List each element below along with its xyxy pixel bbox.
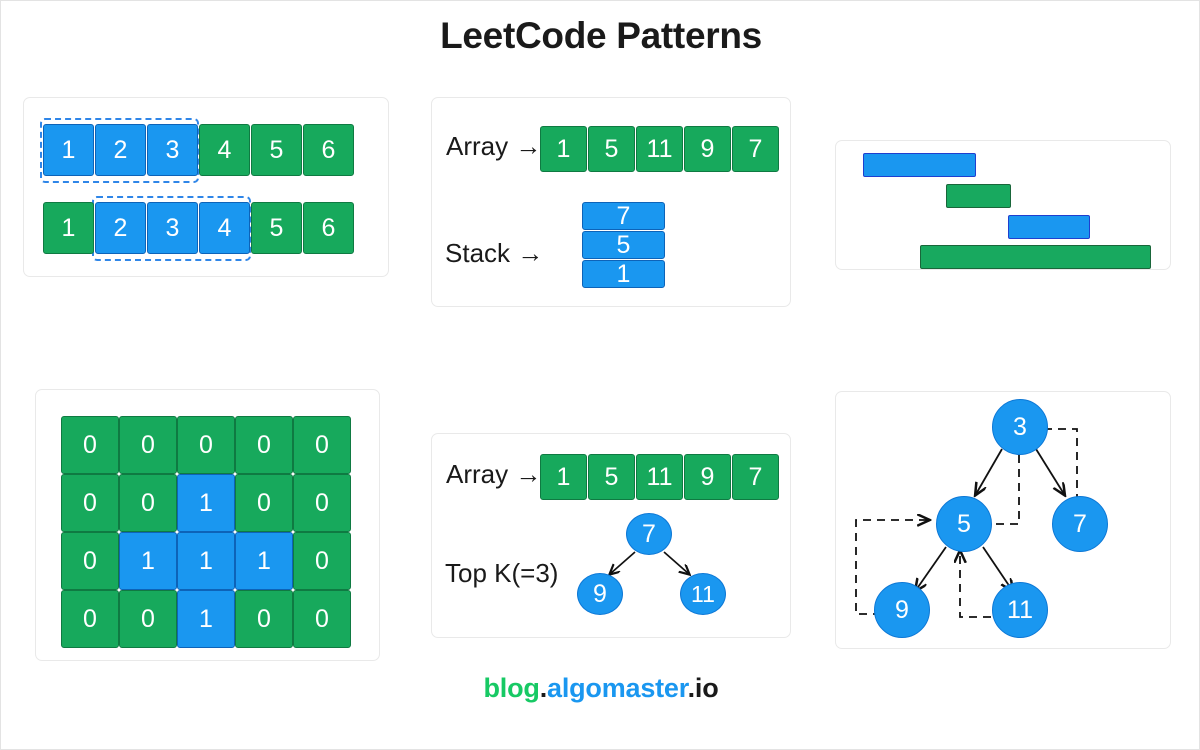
grid-cell: 0 <box>119 590 177 648</box>
sliding-window-cell: 1 <box>43 202 94 254</box>
panel-merge-intervals <box>835 140 1171 270</box>
grid-cell: 1 <box>177 474 235 532</box>
topk-array-cell: 1 <box>540 454 587 500</box>
grid-cell: 1 <box>119 532 177 590</box>
grid-cell: 0 <box>293 590 351 648</box>
stack-array-cell: 1 <box>540 126 587 172</box>
sliding-window-cell: 3 <box>147 124 198 176</box>
grid-cell: 1 <box>177 532 235 590</box>
grid-cell: 0 <box>61 416 119 474</box>
interval-bar <box>1008 215 1090 239</box>
sliding-window-cell: 4 <box>199 202 250 254</box>
grid-cell: 0 <box>61 474 119 532</box>
grid-cell: 0 <box>177 416 235 474</box>
sliding-window-cell: 3 <box>147 202 198 254</box>
panel-top-k: Array → 1 5 11 9 7 Top K(=3) 7 9 11 <box>431 433 791 638</box>
tree-node-left-right: 11 <box>992 582 1048 638</box>
grid-cell: 0 <box>293 474 351 532</box>
panel-monotonic-stack: Array → 1 5 11 9 7 Stack → 7 5 1 <box>431 97 791 307</box>
array-label: Array → <box>446 459 542 489</box>
sliding-window-frame-row1 <box>40 118 199 183</box>
footer-dot-1: . <box>539 673 548 703</box>
grid-cell: 0 <box>61 532 119 590</box>
sliding-window-cell: 6 <box>303 202 354 254</box>
grid-cell: 0 <box>235 416 293 474</box>
top-k-label: Top K(=3) <box>445 558 559 588</box>
grid-cell: 0 <box>235 474 293 532</box>
panel-tree-dfs: 3 5 7 9 11 <box>835 391 1171 649</box>
sliding-window-cell: 6 <box>303 124 354 176</box>
sliding-window-cell: 4 <box>199 124 250 176</box>
array-label: Array → <box>446 131 542 161</box>
heap-edges <box>432 551 792 639</box>
footer-dot-2: . <box>687 673 696 703</box>
heap-node-left: 9 <box>577 573 623 615</box>
stack-label: Stack → <box>445 238 544 268</box>
grid-cell: 0 <box>293 532 351 590</box>
sliding-window-cell: 2 <box>95 124 146 176</box>
stack-array-cell: 9 <box>684 126 731 172</box>
grid-cell: 1 <box>235 532 293 590</box>
stack-cell: 1 <box>582 260 665 288</box>
grid-cell: 0 <box>119 474 177 532</box>
interval-bar <box>946 184 1011 208</box>
heap-node-right: 11 <box>680 573 726 615</box>
sliding-window-cell: 5 <box>251 202 302 254</box>
panel-sliding-window: 1 2 3 4 5 6 1 2 3 4 5 6 <box>23 97 389 277</box>
panel-grid-traversal: 0 0 0 0 0 0 0 1 0 0 0 1 1 1 0 0 0 1 0 0 <box>35 389 380 661</box>
footer-brand: blog.algomaster.io <box>1 673 1200 704</box>
stack-cell: 5 <box>582 231 665 259</box>
stack-array-cell: 7 <box>732 126 779 172</box>
interval-bar <box>920 245 1151 269</box>
footer-io: io <box>694 673 719 703</box>
tree-node-left: 5 <box>936 496 992 552</box>
stack-array-cell: 11 <box>636 126 683 172</box>
grid-cell: 0 <box>61 590 119 648</box>
page-title: LeetCode Patterns <box>440 15 762 56</box>
stack-array-cell: 5 <box>588 126 635 172</box>
grid-cell: 1 <box>177 590 235 648</box>
heap-node-root: 7 <box>626 513 672 555</box>
tree-edges <box>855 392 1078 618</box>
grid-cell: 0 <box>235 590 293 648</box>
tree-node-root: 3 <box>992 399 1048 455</box>
stack-cell: 7 <box>582 202 665 230</box>
sliding-window-cell: 1 <box>43 124 94 176</box>
grid-cell: 0 <box>119 416 177 474</box>
topk-array-cell: 11 <box>636 454 683 500</box>
topk-array-cell: 9 <box>684 454 731 500</box>
grid-cell: 0 <box>293 416 351 474</box>
topk-array-cell: 7 <box>732 454 779 500</box>
sliding-window-cell: 2 <box>95 202 146 254</box>
topk-array-cell: 5 <box>588 454 635 500</box>
footer-algomaster: algomaster <box>547 673 688 703</box>
interval-bar <box>863 153 976 177</box>
tree-node-left-left: 9 <box>874 582 930 638</box>
footer-blog: blog <box>483 673 540 703</box>
tree-node-right: 7 <box>1052 496 1108 552</box>
sliding-window-cell: 5 <box>251 124 302 176</box>
